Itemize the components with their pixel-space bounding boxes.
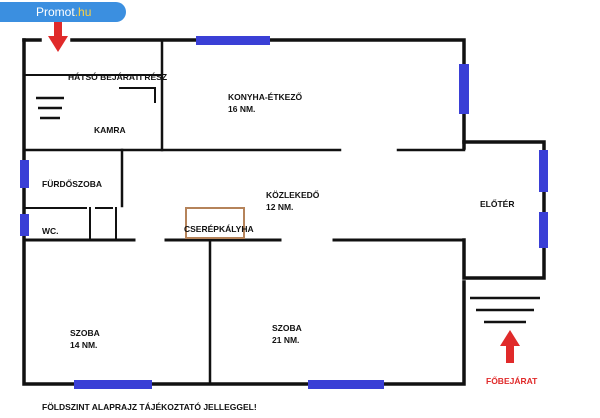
stairs-icon: [36, 96, 64, 120]
room-label-szoba2: SZOBA: [272, 323, 302, 333]
room-label-szoba1: SZOBA: [70, 328, 100, 338]
tile-stove: [185, 207, 245, 239]
room-label-wc: WC.: [42, 226, 59, 236]
room-label-hatso: HÁTSÓ BEJÁRATI RÉSZ: [68, 71, 167, 82]
watermark-badge: Promot.hu: [0, 2, 126, 22]
window: [539, 212, 548, 248]
room-label-konyha: KONYHA-ÉTKEZŐ: [228, 91, 303, 102]
walls: [22, 38, 546, 386]
window: [20, 214, 29, 236]
down-arrow-icon: [48, 22, 68, 52]
window: [74, 380, 152, 389]
window: [196, 36, 270, 45]
window: [459, 64, 469, 114]
window: [539, 150, 548, 192]
room-area-kozlekedo: 12 NM.: [266, 202, 293, 212]
room-label-kozlekedo: KÖZLEKEDŐ: [266, 189, 320, 200]
windows: [20, 36, 548, 389]
room-area-konyha: 16 NM.: [228, 104, 255, 114]
room-label-furdo: FÜRDŐSZOBA: [42, 178, 102, 189]
room-area-szoba1: 14 NM.: [70, 340, 97, 350]
room-label-eloter: ELŐTÉR: [480, 198, 514, 209]
window: [308, 380, 384, 389]
watermark-text: Promot.hu: [36, 5, 92, 19]
room-label-cserep: CSERÉPKÁLYHA: [184, 224, 254, 234]
up-arrow-icon: [500, 330, 520, 363]
room-label-kamra: KAMRA: [94, 125, 126, 135]
main-entrance-label: FŐBEJÁRAT: [486, 375, 538, 386]
room-area-szoba2: 21 NM.: [272, 335, 299, 345]
window: [20, 160, 29, 188]
footer-note: FÖLDSZINT ALAPRAJZ TÁJÉKOZTATÓ JELLEGGEL…: [42, 401, 257, 412]
stairs-icon: [470, 296, 540, 324]
